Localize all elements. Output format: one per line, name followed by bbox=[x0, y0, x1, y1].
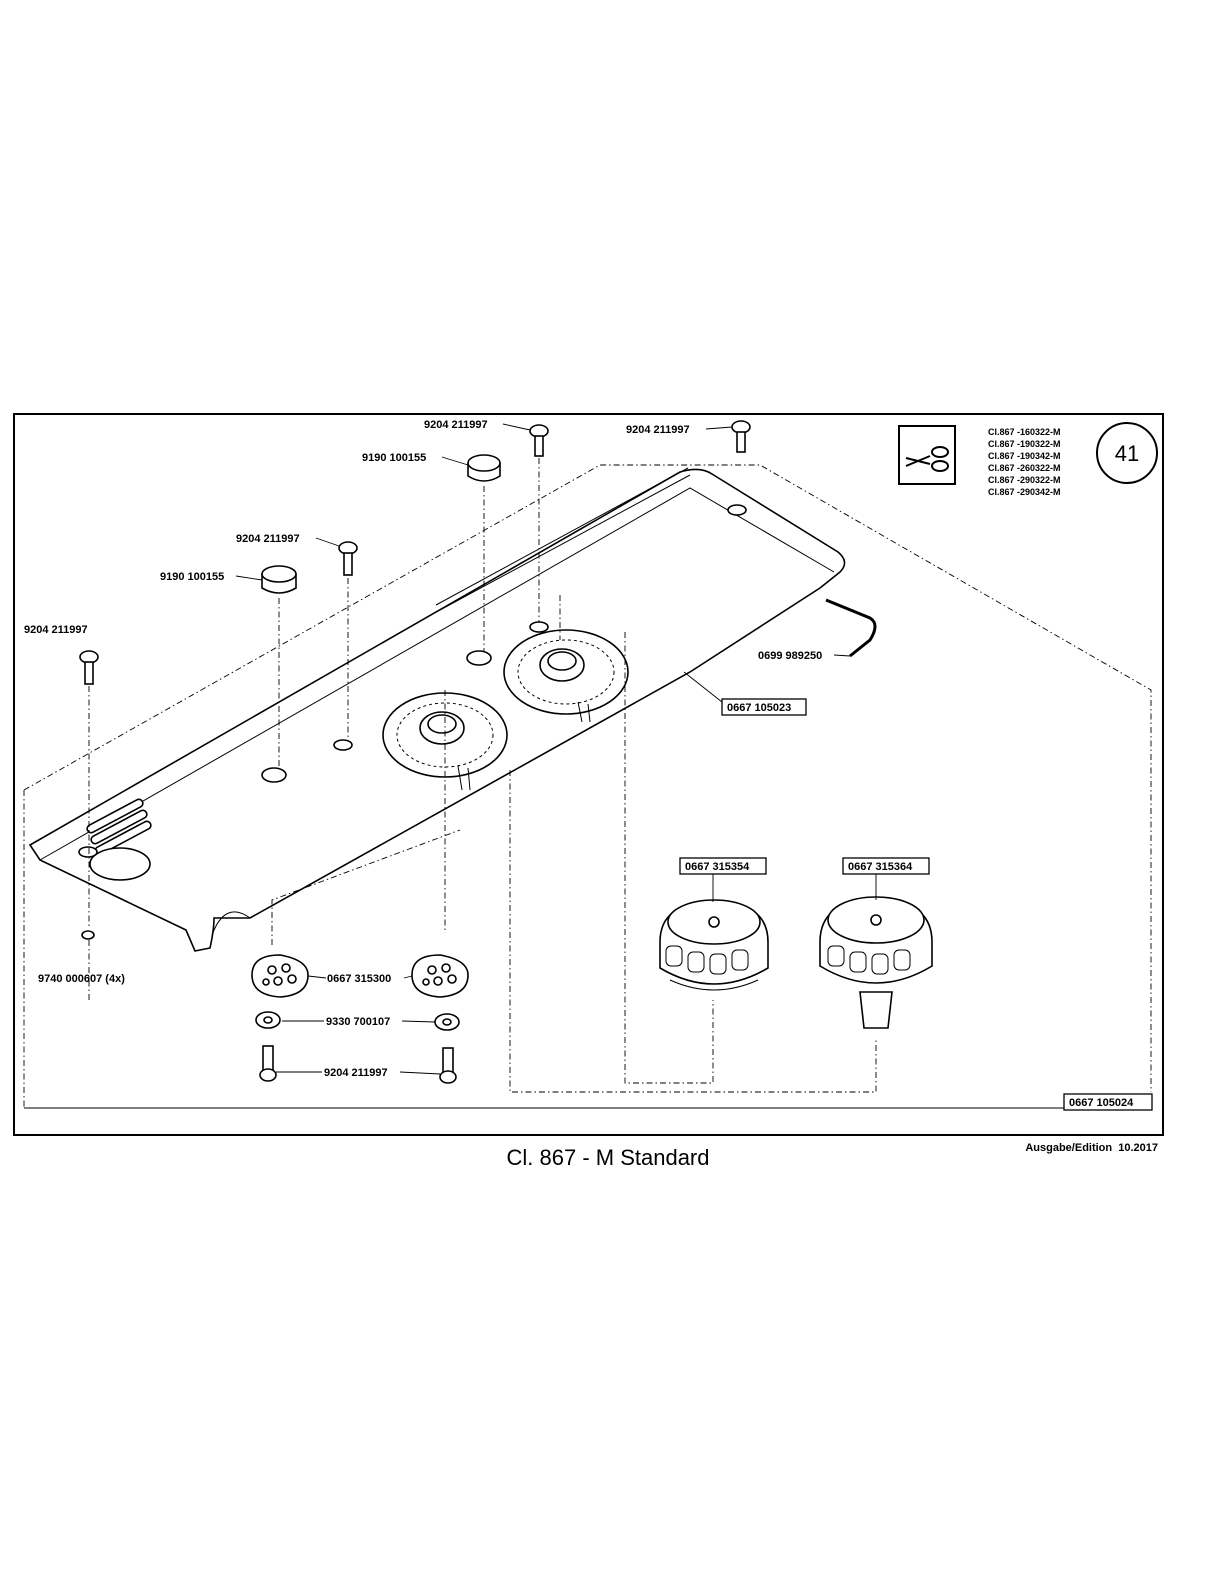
model-item: Cl.867 -190322-M bbox=[988, 439, 1061, 449]
cover-hole-large bbox=[89, 847, 151, 881]
box-knob-right bbox=[842, 857, 930, 875]
spring-plate-right bbox=[411, 954, 469, 998]
washer-left bbox=[81, 930, 95, 940]
spring-plate-left bbox=[251, 954, 309, 998]
model-list: Cl.867 -160322-M Cl.867 -190322-M Cl.867… bbox=[988, 427, 1061, 497]
screw-top-right bbox=[731, 420, 751, 453]
label-screw-top-right: 9204 211997 bbox=[626, 424, 690, 436]
model-item: Cl.867 -190342-M bbox=[988, 451, 1061, 461]
washer-bottom-left bbox=[255, 1011, 281, 1029]
assembly-outline bbox=[23, 464, 1152, 1108]
knob-left bbox=[659, 899, 769, 991]
leader-lines bbox=[235, 423, 877, 1075]
screw-bottom-left bbox=[259, 1045, 277, 1082]
label-screw-top-center: 9204 211997 bbox=[424, 419, 488, 431]
label-wire-clip: 0699 989250 bbox=[758, 650, 822, 662]
page-number: 41 bbox=[1115, 441, 1139, 466]
label-washer-bottom: 9330 700107 bbox=[326, 1016, 390, 1028]
model-item: Cl.867 -160322-M bbox=[988, 427, 1061, 437]
screw-bottom-right bbox=[439, 1047, 457, 1084]
screw-left bbox=[79, 650, 99, 685]
assembly-guides bbox=[88, 458, 877, 1093]
model-item: Cl.867 -260322-M bbox=[988, 463, 1061, 473]
scissors-icon bbox=[898, 425, 956, 485]
page-number-badge bbox=[1096, 422, 1158, 484]
wire-clip bbox=[825, 598, 877, 658]
label-spring-plate: 0667 315300 bbox=[327, 973, 391, 985]
label-assembly-top: 0667 105023 bbox=[727, 702, 791, 714]
label-assembly-full: 0667 105024 bbox=[1069, 1097, 1134, 1109]
model-item: Cl.867 -290322-M bbox=[988, 475, 1061, 485]
label-plug-top: 9190 100155 bbox=[362, 452, 426, 464]
model-item: Cl.867 -290342-M bbox=[988, 487, 1061, 497]
label-washer-left: 9740 000607 (4x) bbox=[38, 973, 125, 985]
screw-top-center bbox=[529, 424, 549, 457]
label-screw-bottom: 9204 211997 bbox=[324, 1067, 388, 1079]
label-knob-left: 0667 315354 bbox=[685, 861, 750, 873]
plug-mid bbox=[261, 565, 297, 594]
plug-top bbox=[467, 454, 501, 482]
diagram-title: Cl. 867 - M Standard bbox=[507, 1145, 710, 1170]
label-plug-mid: 9190 100155 bbox=[160, 571, 224, 583]
screw-mid bbox=[338, 541, 358, 576]
washer-bottom-right bbox=[434, 1013, 460, 1031]
edition-label: Ausgabe/Edition 10.2017 bbox=[1025, 1142, 1158, 1154]
box-assembly-top bbox=[721, 698, 807, 716]
box-knob-left bbox=[679, 857, 767, 875]
knob-right bbox=[819, 896, 933, 1029]
label-screw-left: 9204 211997 bbox=[24, 624, 88, 636]
label-knob-right: 0667 315364 bbox=[848, 861, 913, 873]
box-assembly-full bbox=[1063, 1093, 1153, 1111]
drawing-frame bbox=[13, 413, 1164, 1136]
label-screw-mid: 9204 211997 bbox=[236, 533, 300, 545]
burner-right bbox=[503, 629, 629, 723]
